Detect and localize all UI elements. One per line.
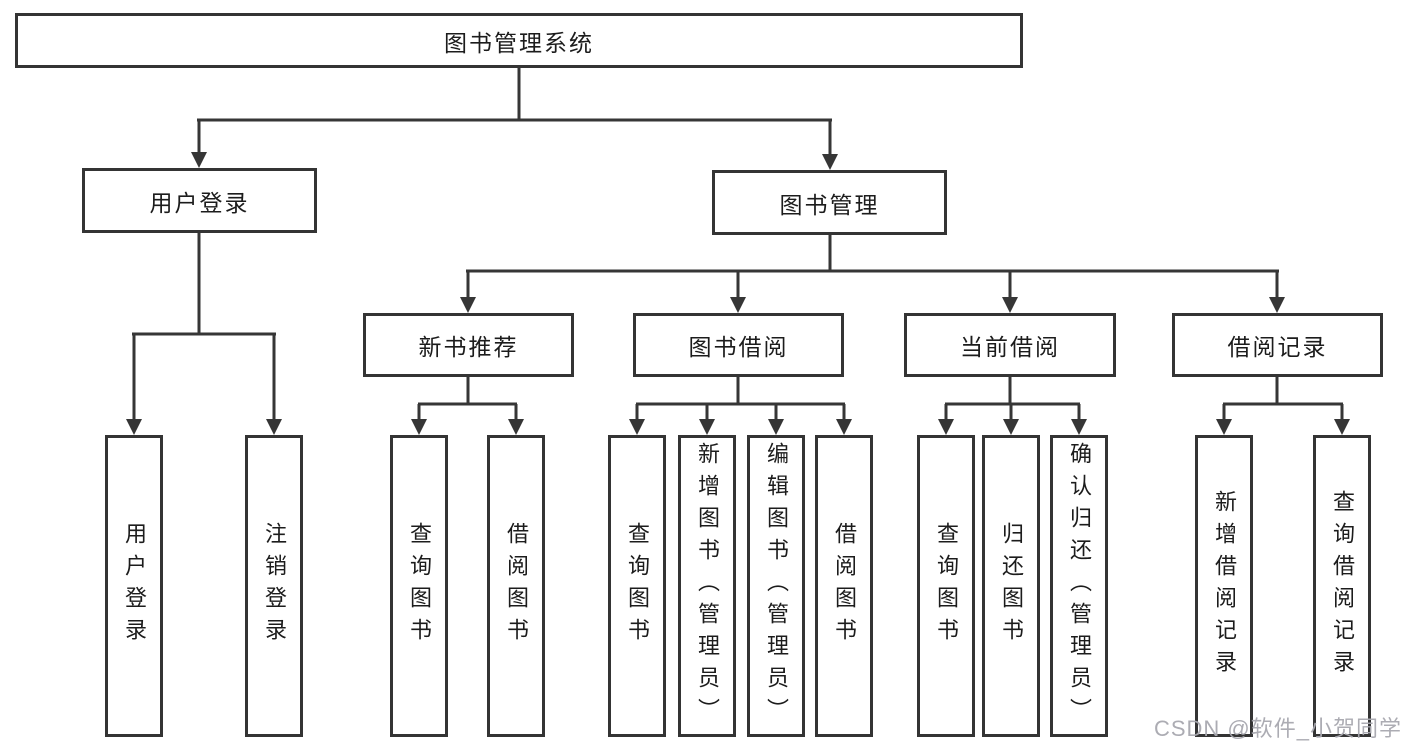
leaf-return-books: 归还图书 xyxy=(982,435,1040,737)
leaf-query-books-recommend: 查询图书 xyxy=(390,435,448,737)
leaf-query-borrow-record: 查询借阅记录 xyxy=(1313,435,1371,737)
connector-path xyxy=(132,67,1344,420)
node-book-management: 图书管理 xyxy=(712,170,947,235)
node-borrowing-records: 借阅记录 xyxy=(1172,313,1383,377)
node-new-book-recommend: 新书推荐 xyxy=(363,313,574,377)
node-current-borrowing: 当前借阅 xyxy=(904,313,1116,377)
leaf-borrow-books: 借阅图书 xyxy=(815,435,873,737)
leaf-user-login: 用户登录 xyxy=(105,435,163,737)
leaf-query-books-borrowing: 查询图书 xyxy=(608,435,666,737)
leaf-query-books-current: 查询图书 xyxy=(917,435,975,737)
leaf-add-books-admin: 新增图书（管理员） xyxy=(678,435,736,737)
node-user-login: 用户登录 xyxy=(82,168,317,233)
leaf-logout: 注销登录 xyxy=(245,435,303,737)
leaf-borrow-books-recommend: 借阅图书 xyxy=(487,435,545,737)
leaf-add-borrow-record: 新增借阅记录 xyxy=(1195,435,1253,737)
node-book-borrowing: 图书借阅 xyxy=(633,313,844,377)
leaf-edit-books-admin: 编辑图书（管理员） xyxy=(747,435,805,737)
leaf-confirm-return-admin: 确认归还（管理员） xyxy=(1050,435,1108,737)
node-library-system: 图书管理系统 xyxy=(15,13,1023,68)
watermark-text: CSDN @软件_小贺同学 xyxy=(1153,716,1402,741)
